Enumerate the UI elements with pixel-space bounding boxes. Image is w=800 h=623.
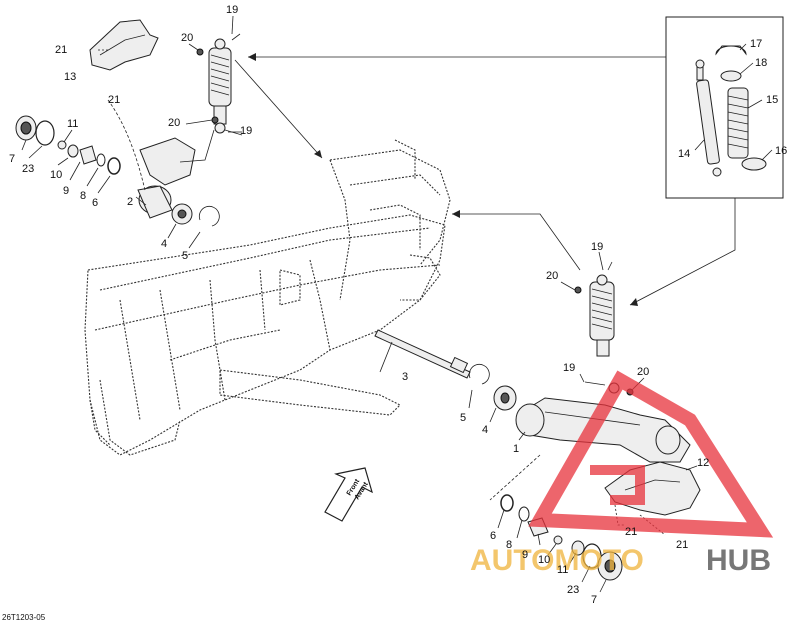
rear-shock-left <box>196 33 243 136</box>
callout-17: 17 <box>750 38 762 50</box>
callout-23: 23 <box>22 163 34 175</box>
callout-9: 9 <box>63 185 69 197</box>
callout-9: 9 <box>522 549 528 561</box>
callout-11: 11 <box>67 118 78 130</box>
callout-7: 7 <box>591 594 597 606</box>
callout-20: 20 <box>168 117 180 129</box>
callout-21: 21 <box>625 526 637 538</box>
callout-21: 21 <box>676 539 688 551</box>
callout-20: 20 <box>637 366 649 378</box>
shock-detail-inset <box>665 16 784 199</box>
callout-19: 19 <box>226 4 238 16</box>
callout-numbers: 19 20 21 13 21 11 7 23 10 9 8 6 20 19 2 … <box>9 4 787 606</box>
skid-plate-left <box>89 19 159 71</box>
front-direction-arrow: Front Avant <box>324 467 373 522</box>
callout-14: 14 <box>678 148 690 160</box>
callout-12: 12 <box>697 457 709 469</box>
callout-8: 8 <box>80 190 86 202</box>
leader-lines <box>21 15 773 593</box>
callout-4: 4 <box>161 238 167 250</box>
callout-3: 3 <box>402 371 408 383</box>
callout-23: 23 <box>567 584 579 596</box>
callout-6: 6 <box>490 530 496 542</box>
callout-6: 6 <box>92 197 98 209</box>
callout-2: 2 <box>127 196 133 208</box>
callout-19: 19 <box>240 125 252 137</box>
callout-10: 10 <box>538 554 550 566</box>
atv-frame <box>84 139 451 456</box>
bearing-right <box>468 364 517 411</box>
callout-1: 1 <box>513 443 519 455</box>
callout-20: 20 <box>181 32 193 44</box>
callout-21: 21 <box>55 44 67 56</box>
watermark-logo-icon <box>528 370 774 538</box>
watermark-text-primary: AUTOMOTO <box>470 544 644 577</box>
swing-arm-left <box>15 115 220 227</box>
callout-19: 19 <box>563 362 575 374</box>
swing-arm-right <box>515 397 691 463</box>
callout-8: 8 <box>506 539 512 551</box>
callout-13: 13 <box>64 71 76 83</box>
automotohub-watermark: AUTOMOTO HUB <box>470 370 774 577</box>
watermark-text-secondary: HUB <box>706 544 771 577</box>
figure-code: 26T1203-05 <box>2 613 46 622</box>
callout-21: 21 <box>108 94 120 106</box>
callout-7: 7 <box>9 153 15 165</box>
callout-18: 18 <box>755 57 767 69</box>
callout-16: 16 <box>775 145 787 157</box>
callout-5: 5 <box>460 412 466 424</box>
reference-arrows <box>234 53 736 306</box>
callout-10: 10 <box>50 169 62 181</box>
callout-11: 11 <box>557 564 568 576</box>
callout-5: 5 <box>182 250 188 262</box>
drive-shaft <box>374 329 471 379</box>
callout-4: 4 <box>482 424 488 436</box>
callout-15: 15 <box>766 94 778 106</box>
callout-20: 20 <box>546 270 558 282</box>
callout-19: 19 <box>591 241 603 253</box>
